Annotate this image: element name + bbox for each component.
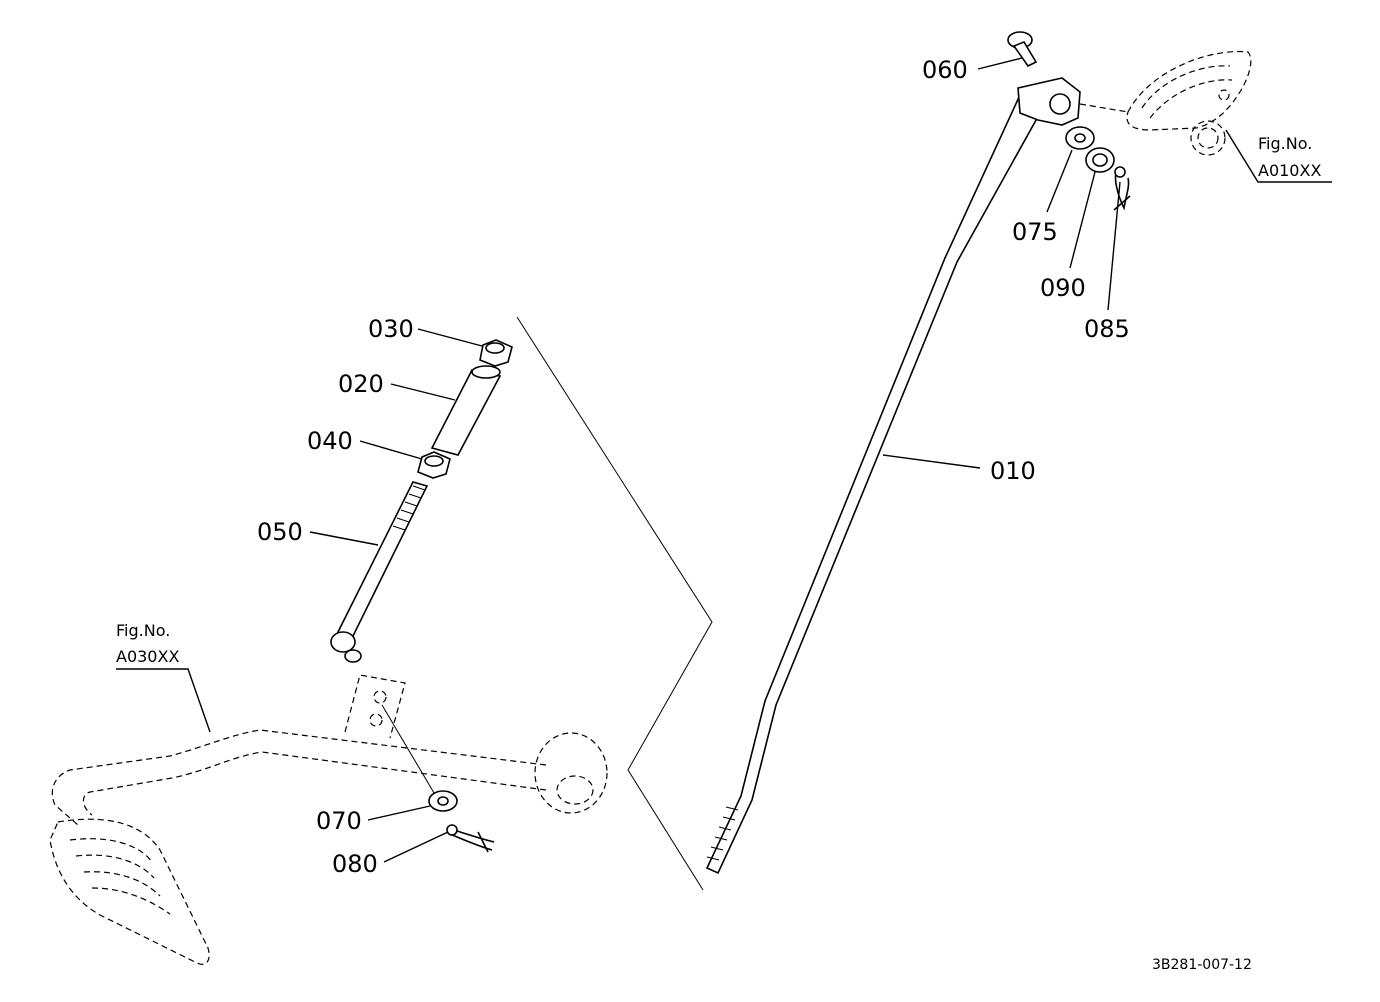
turnbuckle-020 (430, 365, 502, 456)
part-label-030: 030 (368, 315, 414, 343)
washer-075 (1065, 126, 1095, 150)
part-label-070: 070 (316, 807, 362, 835)
pin-060 (1007, 31, 1038, 68)
clip-085 (1113, 166, 1131, 211)
nut-040 (417, 451, 451, 479)
fig-ref-a010-line1: Fig.No. (1258, 134, 1312, 153)
part-label-060: 060 (922, 56, 968, 84)
fig-ref-a030-line1: Fig.No. (116, 621, 170, 640)
part-label-080: 080 (332, 850, 378, 878)
rod-to-plate-line (1079, 103, 1129, 113)
bracket-to-washer-line (381, 704, 438, 799)
bracket-outline (516, 316, 713, 891)
rod-050 (330, 481, 429, 663)
nut-030 (479, 339, 513, 367)
fig-ref-a030-line2: A030XX (116, 647, 179, 666)
part-label-050: 050 (257, 518, 303, 546)
washer-070 (428, 790, 458, 812)
part-label-075: 075 (1012, 218, 1058, 246)
fig-ref-a010-line2: A010XX (1258, 161, 1321, 180)
part-label-020: 020 (338, 370, 384, 398)
drawing-code: 3B281-007-12 (1152, 957, 1252, 973)
part-label-090: 090 (1040, 274, 1086, 302)
pedal-arm-a030 (49, 674, 608, 965)
part-label-010: 010 (990, 457, 1036, 485)
part-label-040: 040 (307, 427, 353, 455)
part-label-085: 085 (1084, 315, 1130, 343)
rod-010 (705, 77, 1081, 875)
pedal-plate-a010 (1126, 50, 1252, 156)
clip-080 (446, 824, 495, 853)
washer-090 (1085, 147, 1115, 173)
leader-lines (116, 57, 1332, 863)
